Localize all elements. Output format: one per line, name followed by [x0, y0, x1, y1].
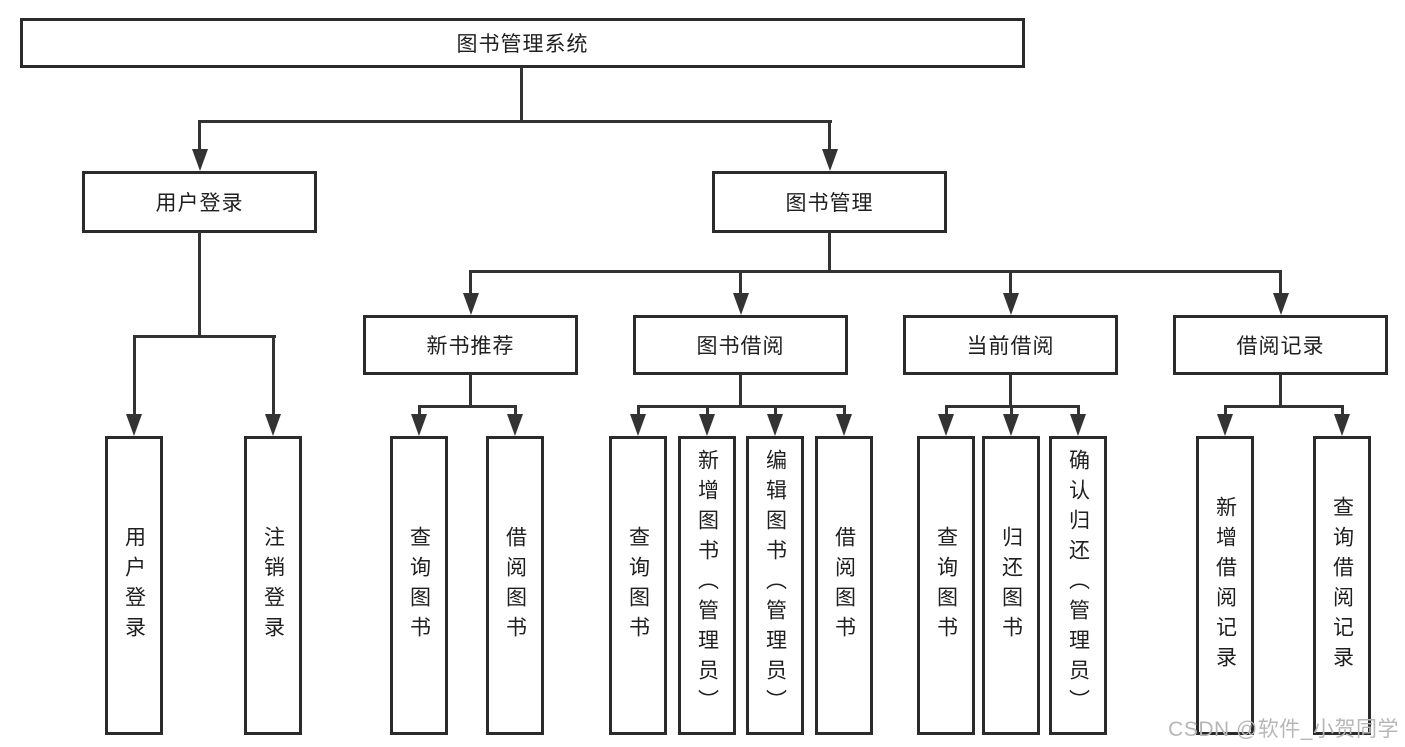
- node-label: 图书借阅: [696, 335, 785, 358]
- connector-line: [842, 405, 846, 416]
- connector-line: [1340, 405, 1344, 416]
- leaf-edit-books-admin: 编辑图书（管理员）: [746, 436, 804, 735]
- leaf-label: 借阅图书: [503, 525, 527, 646]
- connector-line: [469, 270, 472, 295]
- connector-line: [773, 405, 777, 416]
- arrow-down-icon: [462, 293, 479, 315]
- arrow-down-icon: [1002, 293, 1019, 315]
- connector-line: [828, 120, 831, 151]
- arrow-down-icon: [1334, 414, 1350, 436]
- arrow-down-icon: [1217, 414, 1233, 436]
- node-library-system: 图书管理系统: [20, 18, 1025, 68]
- arrow-down-icon: [699, 414, 715, 436]
- connector-line: [1076, 405, 1080, 416]
- connector-line: [520, 67, 523, 121]
- leaf-label: 确认归还（管理员）: [1066, 449, 1090, 719]
- node-label: 图书管理: [785, 192, 874, 215]
- leaf-user-login: 用户登录: [105, 436, 163, 735]
- connector-line: [198, 120, 832, 123]
- leaf-label: 新增图书（管理员）: [695, 449, 719, 719]
- connector-line: [705, 405, 709, 416]
- leaf-label: 编辑图书（管理员）: [763, 449, 787, 719]
- arrow-down-icon: [191, 149, 208, 171]
- node-new-book-recommendation: 新书推荐: [363, 315, 578, 375]
- connector-line: [739, 374, 742, 407]
- leaf-borrow-books-recommend: 借阅图书: [486, 436, 544, 735]
- leaf-label: 借阅图书: [832, 525, 856, 646]
- leaf-label: 归还图书: [999, 525, 1023, 646]
- leaf-borrow-books-borrowing: 借阅图书: [815, 436, 873, 735]
- leaf-add-books-admin: 新增图书（管理员）: [678, 436, 736, 735]
- leaf-query-borrow-record: 查询借阅记录: [1313, 436, 1371, 735]
- connector-line: [739, 270, 742, 295]
- leaf-label: 用户登录: [122, 525, 146, 646]
- arrow-down-icon: [938, 414, 954, 436]
- arrow-down-icon: [126, 414, 142, 436]
- leaf-label: 查询图书: [934, 525, 958, 646]
- leaf-label: 查询借阅记录: [1330, 495, 1354, 676]
- arrow-down-icon: [836, 414, 852, 436]
- connector-line: [132, 335, 136, 415]
- connector-line: [1279, 374, 1282, 407]
- connector-line: [469, 270, 1282, 273]
- connector-line: [636, 405, 640, 416]
- connector-line: [417, 405, 517, 408]
- node-book-borrowing: 图书借阅: [633, 315, 848, 375]
- node-user-login: 用户登录: [82, 171, 317, 233]
- arrow-down-icon: [411, 414, 427, 436]
- connector-line: [198, 120, 201, 151]
- connector-line: [1009, 374, 1012, 407]
- connector-line: [469, 374, 472, 407]
- arrow-down-icon: [265, 414, 281, 436]
- connector-line: [636, 405, 846, 408]
- connector-line: [198, 232, 201, 336]
- leaf-return-books: 归还图书: [982, 436, 1040, 735]
- arrow-down-icon: [630, 414, 646, 436]
- connector-line: [271, 335, 275, 415]
- arrow-down-icon: [1070, 414, 1086, 436]
- node-current-borrowing: 当前借阅: [903, 315, 1118, 375]
- connector-line: [1279, 270, 1282, 295]
- leaf-query-books-recommend: 查询图书: [390, 436, 448, 735]
- connector-line: [417, 405, 421, 416]
- leaf-label: 查询图书: [407, 525, 431, 646]
- arrow-down-icon: [1003, 414, 1019, 436]
- leaf-logout: 注销登录: [244, 436, 302, 735]
- connector-line: [1223, 405, 1227, 416]
- node-label: 新书推荐: [426, 335, 515, 358]
- leaf-query-books-current: 查询图书: [917, 436, 975, 735]
- connector-line: [828, 232, 831, 272]
- arrow-down-icon: [507, 414, 523, 436]
- connector-line: [1009, 270, 1012, 295]
- leaf-add-borrow-record: 新增借阅记录: [1196, 436, 1254, 735]
- leaf-query-books-borrowing: 查询图书: [609, 436, 667, 735]
- connector-line: [1009, 405, 1013, 416]
- arrow-down-icon: [767, 414, 783, 436]
- connector-line: [513, 405, 517, 416]
- leaf-label: 新增借阅记录: [1213, 495, 1237, 676]
- arrow-down-icon: [732, 293, 749, 315]
- node-label: 借阅记录: [1236, 335, 1325, 358]
- connector-line: [944, 405, 948, 416]
- leaf-label: 注销登录: [261, 525, 285, 646]
- watermark: CSDN @软件_小贺同学: [1168, 718, 1399, 741]
- node-book-management: 图书管理: [712, 171, 947, 233]
- node-label: 用户登录: [155, 192, 244, 215]
- connector-line: [132, 335, 276, 338]
- arrow-down-icon: [1272, 293, 1289, 315]
- node-borrowing-records: 借阅记录: [1173, 315, 1388, 375]
- leaf-label: 查询图书: [626, 525, 650, 646]
- node-label: 当前借阅: [966, 335, 1055, 358]
- connector-line: [1223, 405, 1344, 408]
- leaf-confirm-return-admin: 确认归还（管理员）: [1049, 436, 1107, 735]
- node-label: 图书管理系统: [456, 33, 589, 56]
- arrow-down-icon: [821, 149, 838, 171]
